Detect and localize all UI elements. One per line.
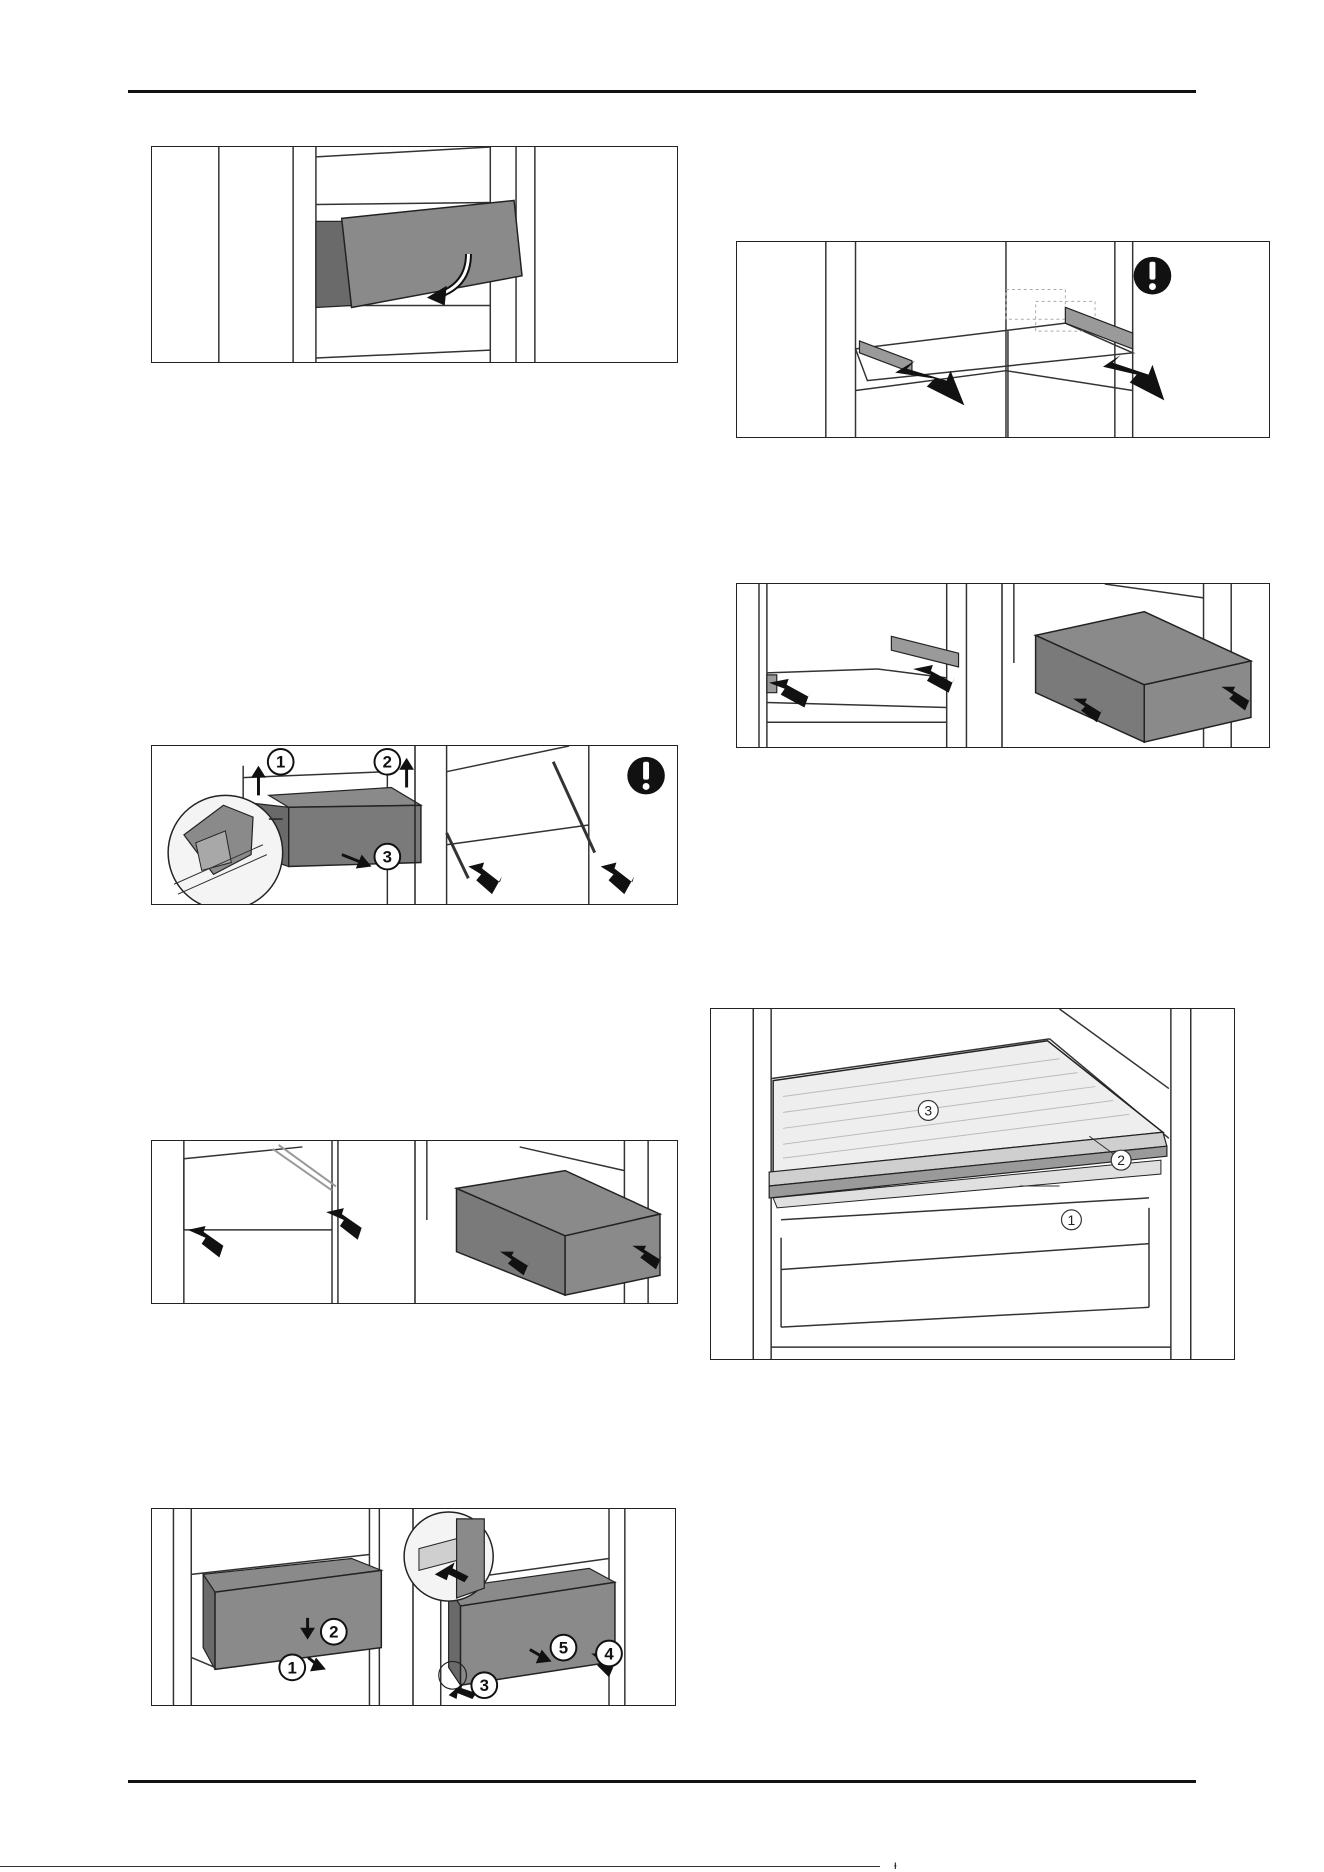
page-mark: ᵼ	[894, 1858, 897, 1872]
header-rule	[128, 90, 1196, 93]
callout-4: 4	[596, 1641, 622, 1667]
callout-3: 3	[918, 1100, 938, 1120]
svg-text:4: 4	[604, 1644, 614, 1663]
callout-3: 3	[471, 1672, 497, 1698]
arrow-icon	[468, 863, 634, 895]
svg-text:1: 1	[276, 753, 285, 772]
svg-text:3: 3	[924, 1102, 932, 1118]
svg-text:1: 1	[288, 1658, 297, 1677]
callout-5: 5	[551, 1635, 577, 1661]
callout-1: 1	[268, 749, 294, 775]
callout-1: 1	[279, 1655, 305, 1681]
callout-2: 2	[321, 1619, 347, 1645]
svg-text:2: 2	[383, 753, 392, 772]
fig-rail-drawer-insert	[736, 583, 1270, 748]
svg-text:2: 2	[1117, 1152, 1125, 1168]
svg-text:3: 3	[383, 848, 392, 867]
fig-drawer-tilt	[151, 146, 678, 363]
callout-2: 2	[1111, 1150, 1131, 1170]
svg-text:3: 3	[480, 1676, 489, 1695]
fig-drawer-clip-in: 2 1 5 4 3	[151, 1508, 676, 1706]
fig-shelf-parts: 3 2 1	[710, 1008, 1235, 1360]
callout-3: 3	[375, 844, 401, 870]
svg-text:5: 5	[559, 1639, 568, 1658]
exclamation-circle-icon	[1134, 257, 1172, 295]
exclamation-circle-icon	[627, 757, 665, 795]
callout-2: 2	[375, 749, 401, 775]
svg-text:1: 1	[1068, 1212, 1076, 1228]
fig-drawer-removal: 1 2 3	[151, 745, 678, 905]
fig-rails-push-in	[736, 241, 1270, 438]
fig-drawer-insert	[151, 1140, 678, 1304]
footer-rule	[128, 1780, 1196, 1783]
page-bottom-line	[0, 1866, 880, 1867]
svg-text:2: 2	[329, 1623, 338, 1642]
callout-1: 1	[1061, 1210, 1081, 1230]
arrow-icon	[895, 355, 1164, 405]
